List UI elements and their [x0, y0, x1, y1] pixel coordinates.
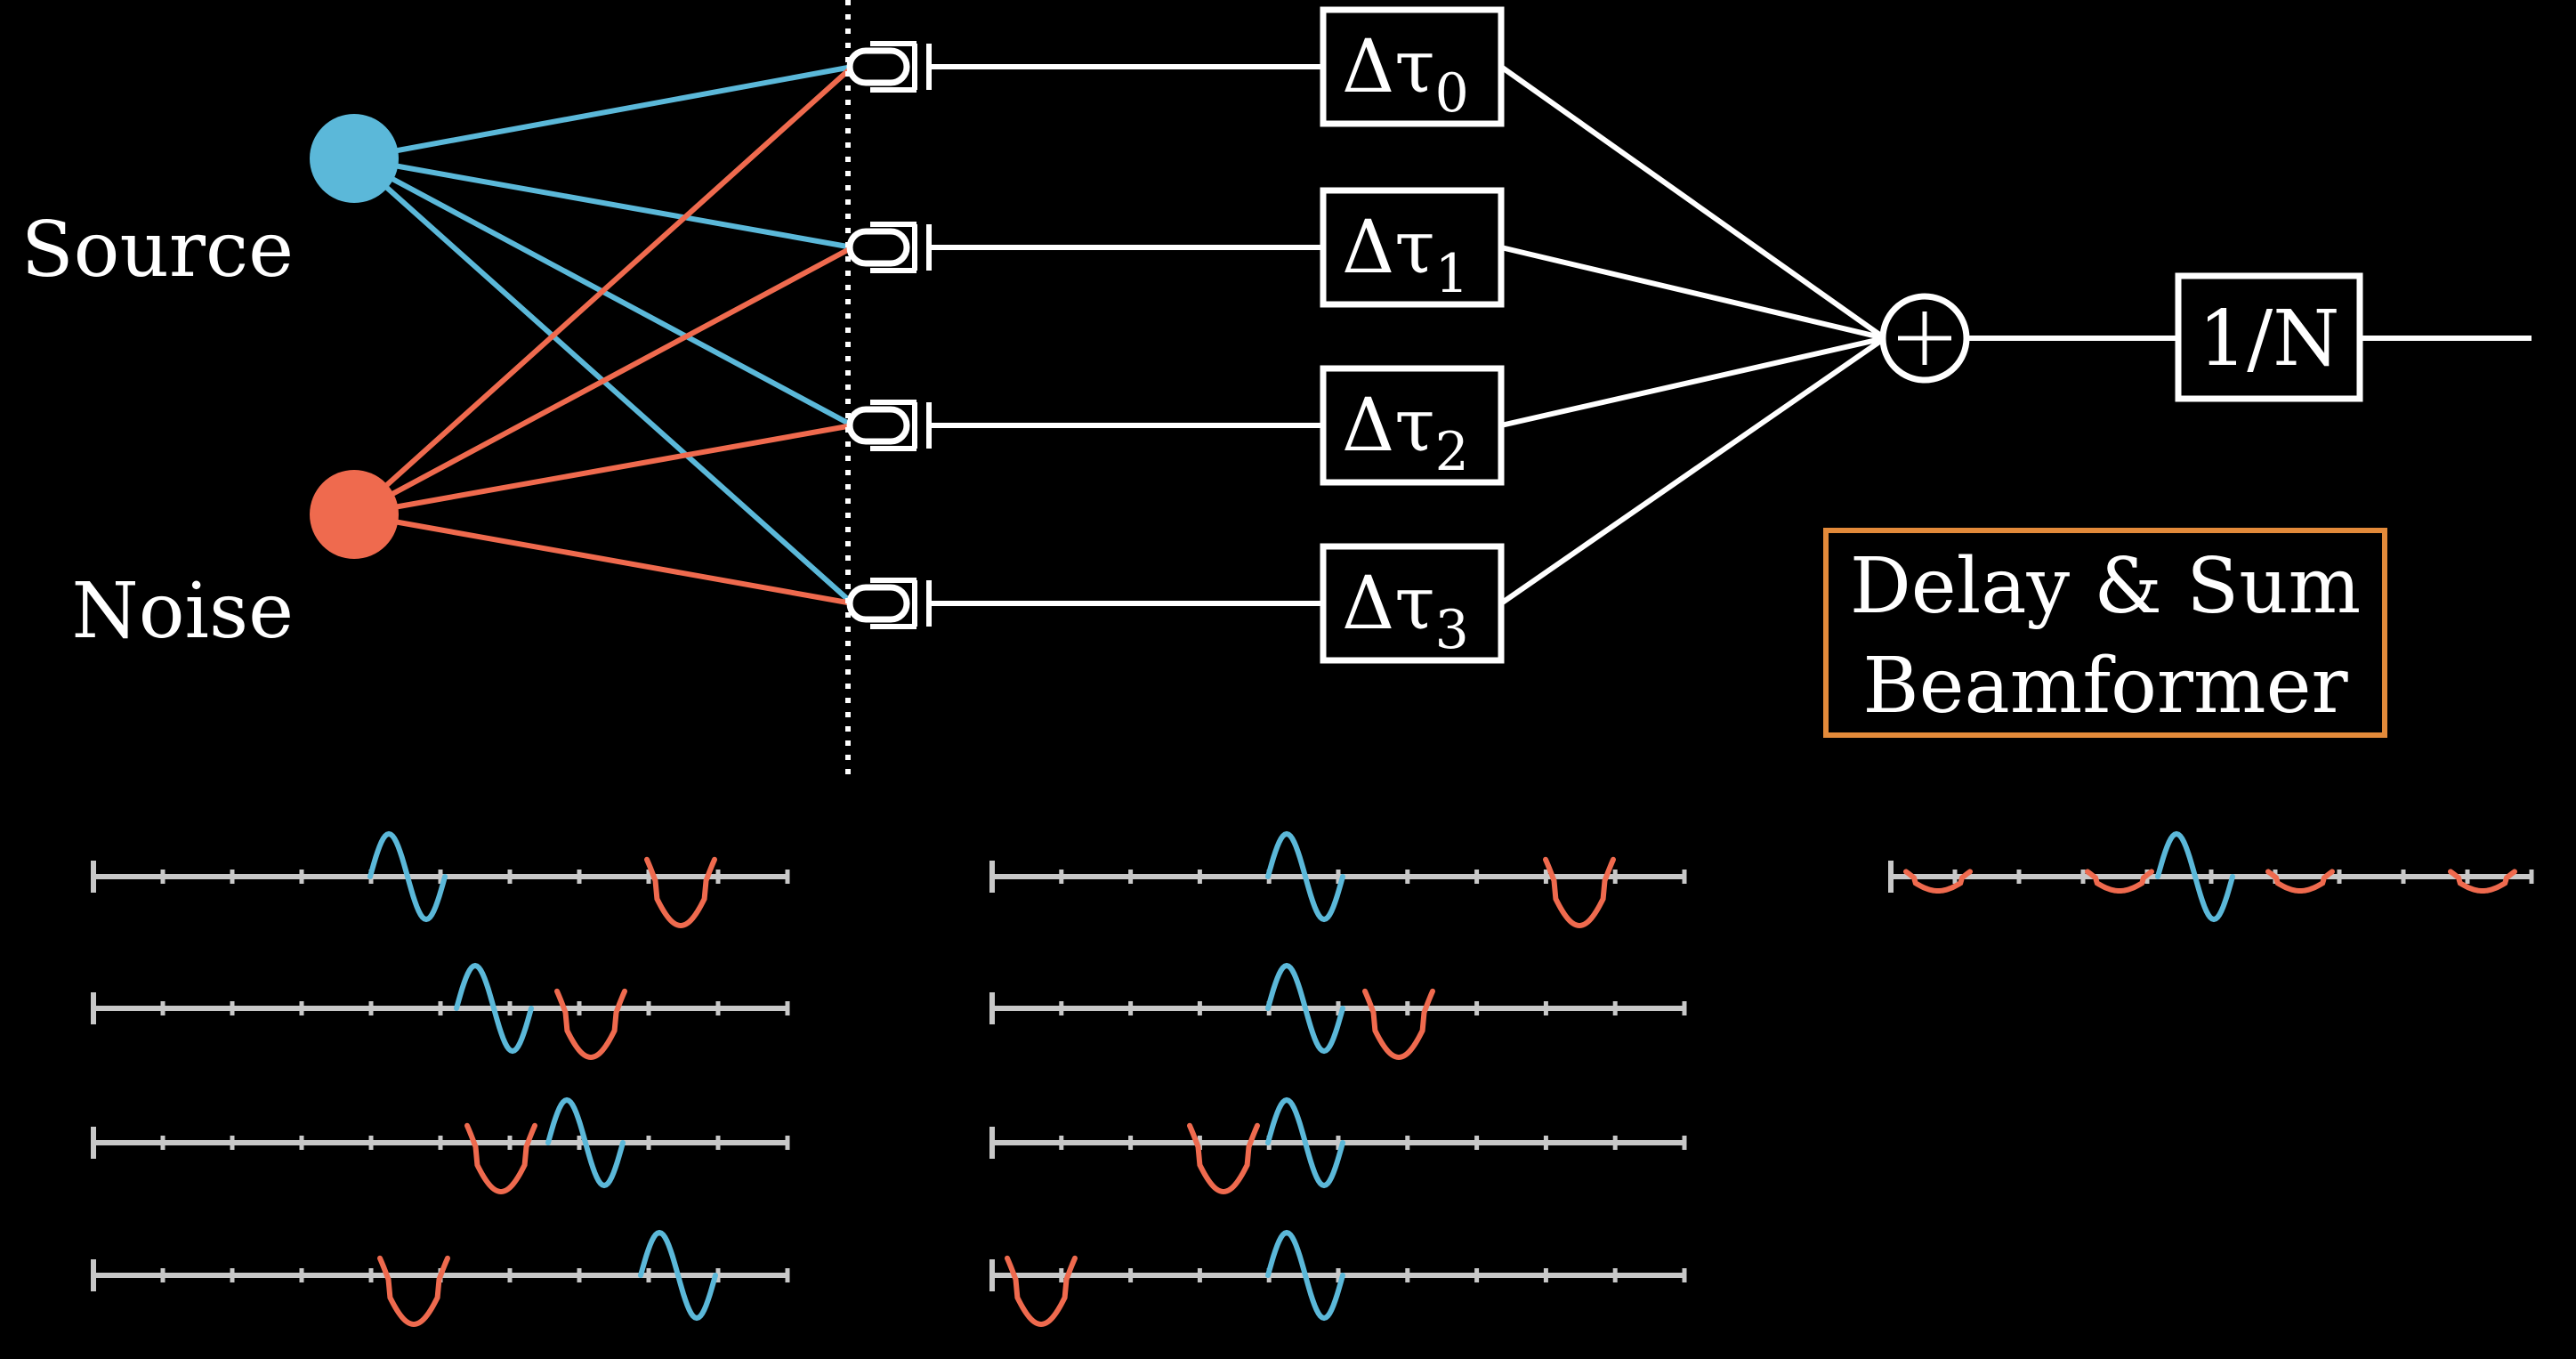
delay-block-0: Δτ0: [1320, 6, 1505, 127]
output-noise-wave-1: [2085, 869, 2154, 894]
mic-to-delay-wires: [929, 64, 1323, 606]
beamformer-label-box: Delay & Sum Beamformer: [1823, 528, 2387, 738]
output-noise-wave-2: [2265, 869, 2335, 894]
summer-wire-3: [1499, 336, 1886, 606]
normalizer-label: 1/N: [2199, 295, 2340, 384]
received-noise-wave-0: [644, 856, 717, 929]
delayed-source-wave-2: [1265, 1096, 1345, 1189]
microphone-icon: [846, 400, 932, 451]
source-path-line-1: [351, 156, 855, 250]
source-dot: [310, 114, 399, 203]
beamformer-label-line1: Delay & Sum: [1850, 542, 2361, 631]
received-noise-wave-1: [554, 988, 627, 1061]
delayed-noise-wave-2: [1187, 1122, 1260, 1195]
delayed-noise-wave-3: [1005, 1255, 1078, 1328]
received-source-wave-2: [545, 1096, 626, 1189]
delayed-timeline-1: [989, 962, 1687, 1061]
summer-wire-0: [1499, 64, 1886, 341]
delay-label-1: Δτ1: [1342, 206, 1469, 305]
summer-node: [1879, 293, 1970, 384]
delay-label-2: Δτ2: [1342, 384, 1469, 483]
summer-wire-1: [1500, 245, 1886, 341]
delay-to-summer-wires: [1499, 64, 1886, 606]
received-timeline-1: [91, 962, 790, 1061]
propagation-lines: [351, 64, 855, 606]
delay-label-0: Δτ0: [1342, 25, 1469, 125]
source-path-line-0: [351, 64, 855, 161]
output-source-wave: [2155, 830, 2235, 923]
microphone-icon: [846, 578, 932, 629]
received-noise-wave-2: [464, 1122, 537, 1195]
output-noise-wave-0: [1903, 869, 1973, 894]
normalizer-block: 1/N: [2175, 272, 2363, 402]
delayed-source-wave-3: [1265, 1229, 1345, 1322]
delayed-timeline-0: [989, 830, 1687, 929]
signal-timelines: [91, 830, 2534, 1328]
delay-label-3: Δτ3: [1342, 562, 1469, 661]
output-noise-wave-3: [2448, 869, 2517, 894]
noise-path-line-3: [351, 512, 855, 606]
received-timeline-3: [91, 1229, 790, 1328]
received-source-wave-3: [638, 1229, 718, 1322]
microphone-icon: [846, 41, 932, 93]
microphone-array: [846, 41, 932, 629]
delayed-source-wave-1: [1265, 962, 1345, 1055]
delay-block-3: Δτ3: [1320, 543, 1505, 664]
delayed-timeline-3: [989, 1229, 1687, 1328]
source-label: Source: [21, 206, 294, 295]
noise-label: Noise: [71, 567, 294, 656]
received-noise-wave-3: [377, 1255, 450, 1328]
delayed-noise-wave-1: [1362, 988, 1435, 1061]
microphone-icon: [846, 222, 932, 273]
output-timeline: [1888, 830, 2534, 923]
received-source-wave-1: [454, 962, 534, 1055]
summer-wire-2: [1500, 336, 1886, 428]
delayed-noise-wave-0: [1543, 856, 1616, 929]
noise-path-line-2: [351, 423, 855, 517]
received-timeline-0: [91, 830, 790, 929]
delay-block-1: Δτ1: [1320, 187, 1505, 308]
received-source-wave-0: [367, 830, 448, 923]
received-timeline-2: [91, 1096, 790, 1195]
beamformer-label-line2: Beamformer: [1862, 642, 2348, 731]
noise-path-line-0: [351, 64, 855, 517]
delayed-timeline-2: [989, 1096, 1687, 1195]
delayed-source-wave-0: [1265, 830, 1345, 923]
delay-block-2: Δτ2: [1320, 365, 1505, 486]
noise-path-line-1: [351, 245, 855, 517]
noise-dot: [310, 470, 399, 559]
